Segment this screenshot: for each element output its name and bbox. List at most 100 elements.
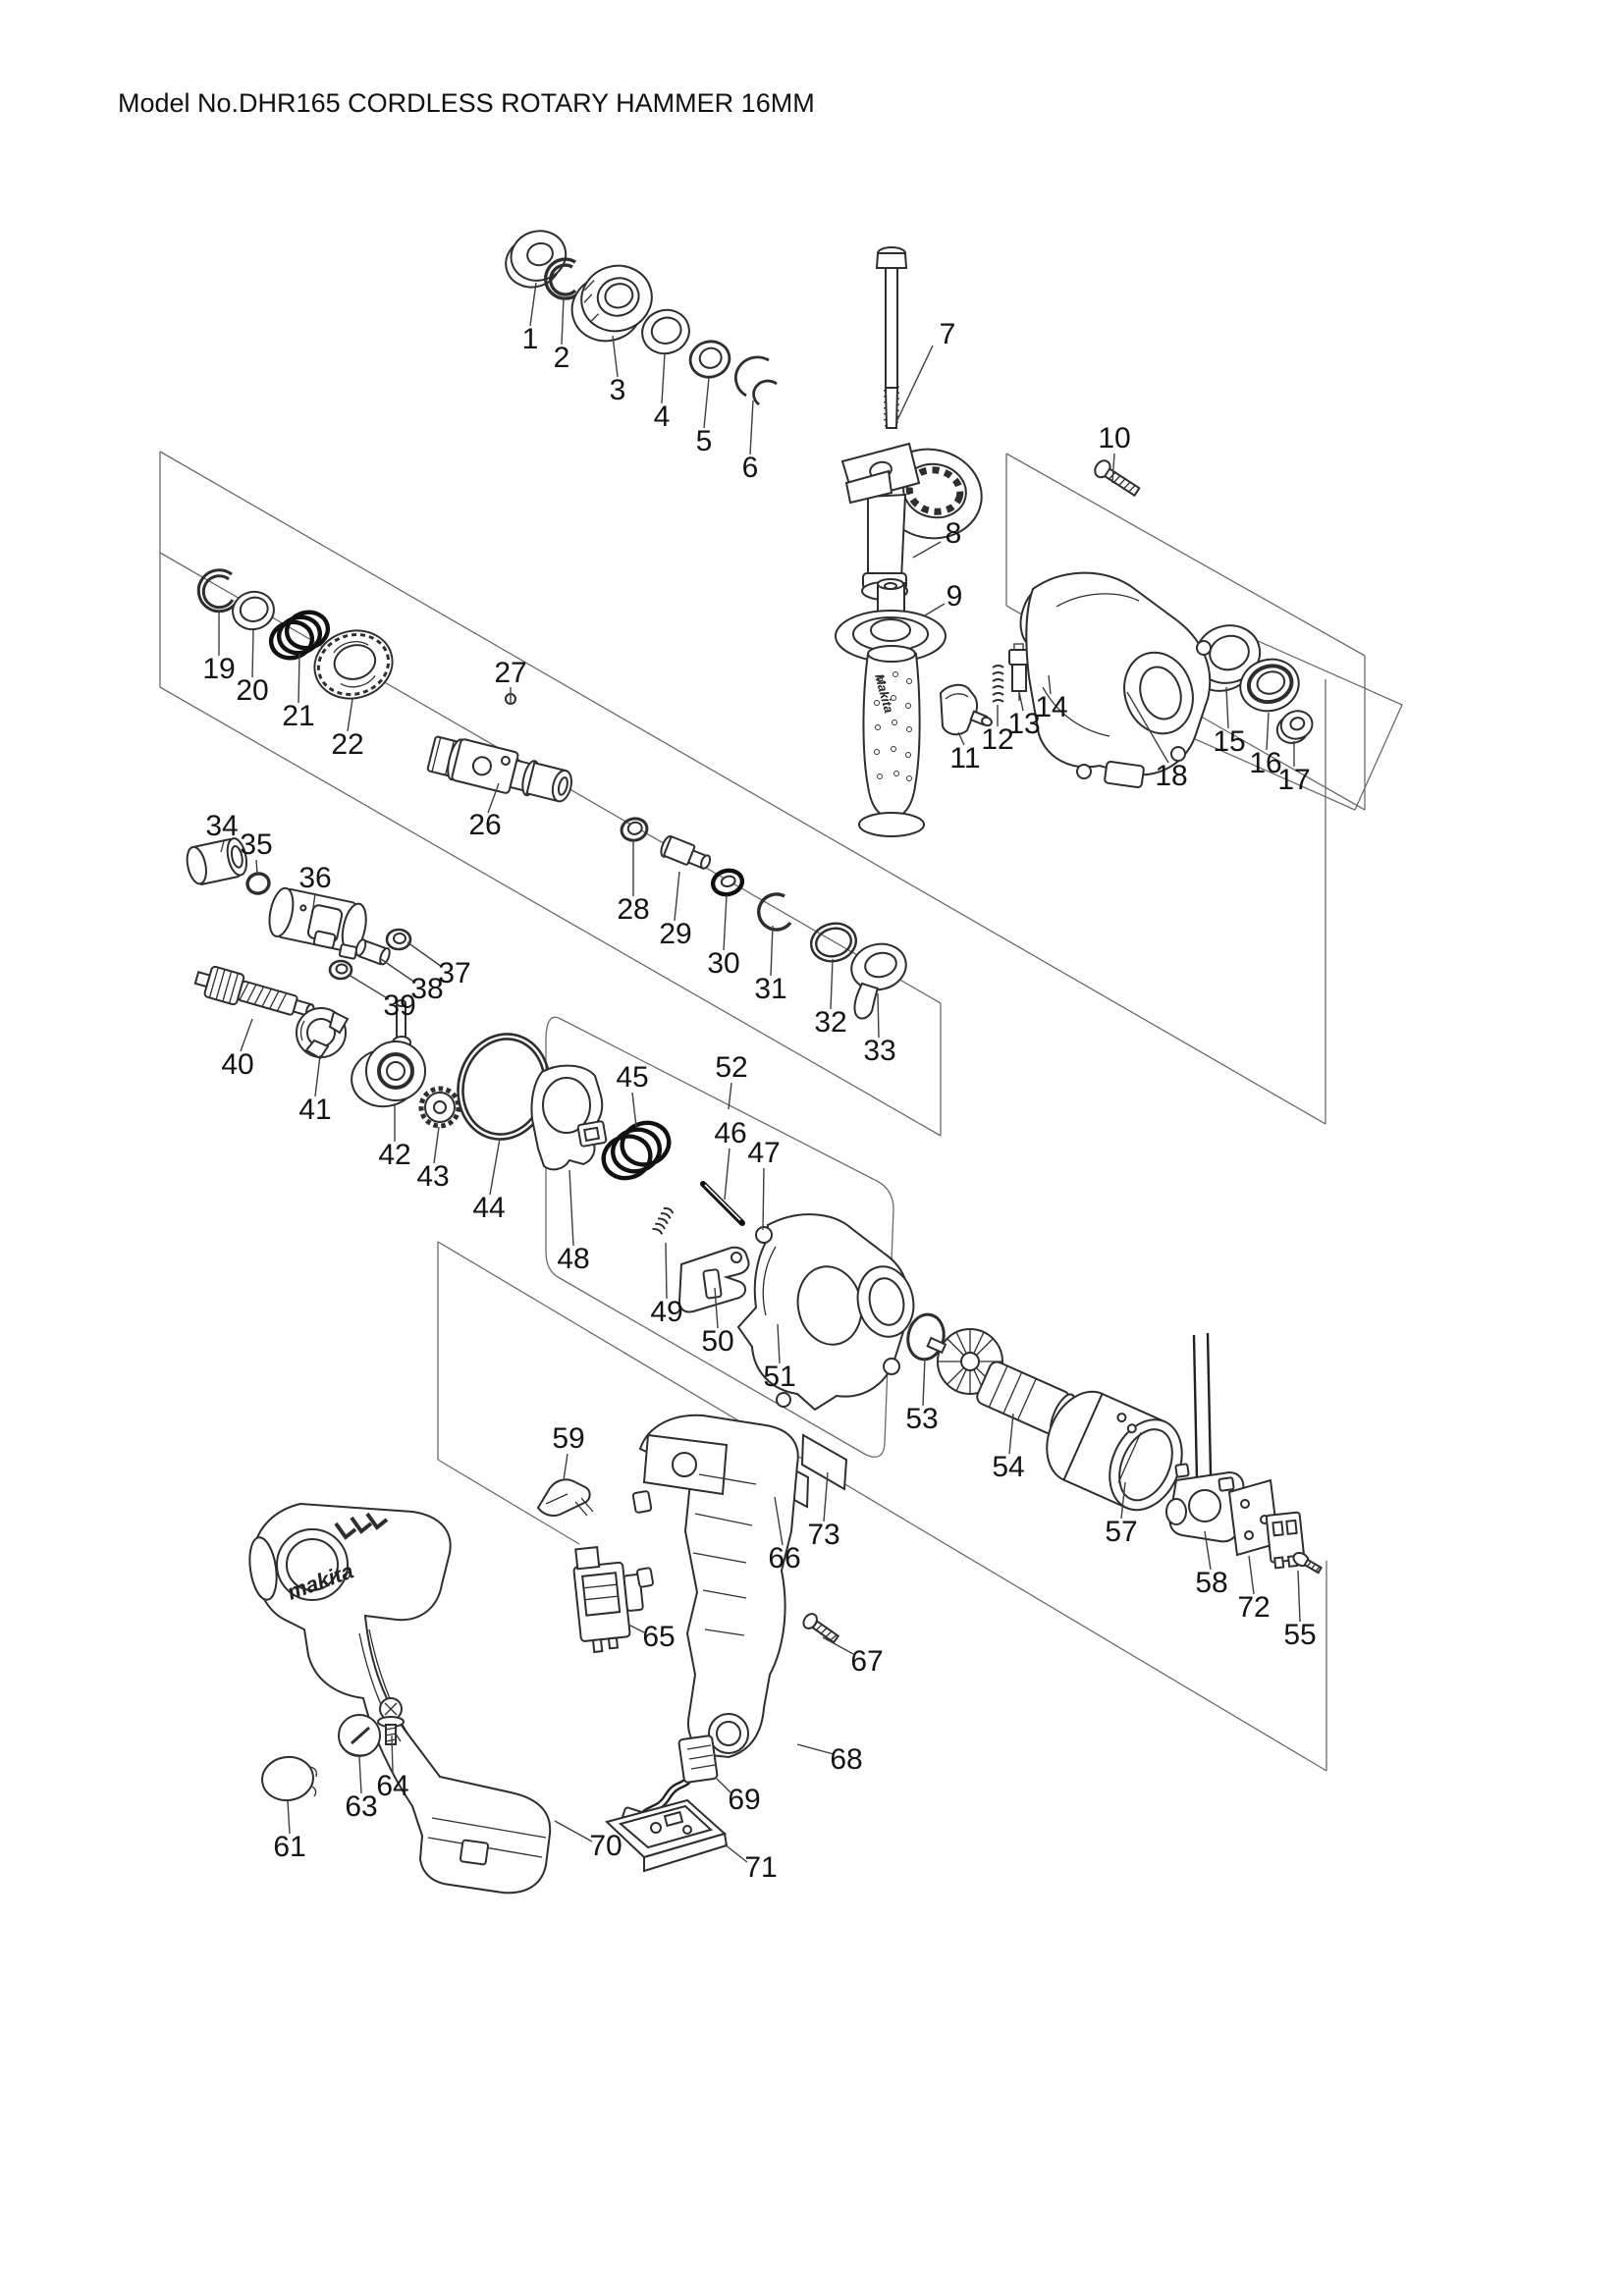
- part-number-label-20: 20: [236, 674, 268, 707]
- leader-line-20: [298, 653, 300, 704]
- part-65-switch: [572, 1545, 644, 1654]
- part-19-snap-ring: [196, 568, 239, 614]
- part-36-impact-bolt-cylinder: [268, 886, 367, 960]
- part-12-spring: [992, 665, 1004, 703]
- part-63-cap-round: [338, 1714, 381, 1757]
- part-55-terminal-screw: [1265, 1511, 1323, 1575]
- leader-line-64: [724, 1843, 748, 1863]
- parts-drawings: Makita: [186, 230, 1323, 1895]
- part-number-label-48: 48: [557, 1243, 589, 1275]
- part-number-label-12: 12: [981, 723, 1013, 756]
- leader-line-63: [554, 1820, 593, 1842]
- leader-line-12: [1018, 691, 1024, 712]
- part-number-label-6: 6: [742, 452, 759, 484]
- leader-line-17: [1126, 691, 1169, 764]
- part-number-label-64: 64: [376, 1770, 408, 1802]
- part-3-bushing: [570, 264, 653, 343]
- leader-line-46: [714, 1287, 719, 1329]
- leader-line-56: [358, 1756, 362, 1794]
- part-number-label-55: 55: [1283, 1619, 1316, 1651]
- part-number-label-2: 2: [554, 342, 570, 374]
- part-57-motor-yoke: [1046, 1390, 1183, 1512]
- leader-line-3: [661, 352, 666, 404]
- part-number-label-65: 65: [642, 1621, 675, 1653]
- leader-line-26: [723, 894, 728, 951]
- part-11-change-lever: [939, 683, 993, 736]
- leader-line-27: [770, 925, 774, 977]
- leader-line-32: [312, 892, 316, 909]
- leader-line-53: [1204, 1530, 1212, 1571]
- part-number-label-32: 32: [814, 1006, 846, 1039]
- part-4-flat-washer: [641, 308, 690, 355]
- part-number-label-50: 50: [701, 1325, 733, 1358]
- part-number-label-66: 66: [768, 1542, 800, 1575]
- leader-line-13: [1048, 674, 1052, 695]
- leader-line-4: [703, 377, 710, 429]
- leader-line-42: [724, 1148, 730, 1201]
- part-37-ring: [385, 928, 412, 951]
- part-number-label-33: 33: [863, 1035, 895, 1067]
- assembly-plane-line-11: [545, 1016, 894, 1458]
- leader-line-19: [251, 629, 254, 678]
- part-39-ring: [328, 959, 353, 981]
- part-number-label-8: 8: [946, 517, 962, 550]
- part-5-oil-seal: [688, 340, 731, 379]
- part-48-cylinder-guide: [530, 1064, 608, 1171]
- assembly-plane-line-7: [1005, 453, 1366, 657]
- part-number-label-4: 4: [654, 400, 671, 433]
- part-10-screw: [1094, 459, 1141, 498]
- part-71-controller-base: [605, 1798, 729, 1873]
- part-number-label-9: 9: [947, 580, 963, 613]
- part-number-label-67: 67: [850, 1645, 883, 1678]
- part-number-label-22: 22: [331, 728, 363, 761]
- part-number-label-54: 54: [992, 1451, 1024, 1483]
- assembly-plane-line-13: [437, 1241, 1327, 1772]
- part-number-label-36: 36: [298, 862, 331, 894]
- part-16-ball-bearing: [1239, 658, 1300, 713]
- part-43-gear: [418, 1086, 461, 1129]
- leader-line-2: [612, 335, 619, 378]
- leader-line-41: [631, 1092, 637, 1128]
- leader-line-37: [314, 1054, 321, 1097]
- leader-line-22: [487, 782, 500, 814]
- part-number-label-38: 38: [410, 973, 443, 1005]
- leader-line-36: [240, 1018, 253, 1052]
- part-number-label-63: 63: [345, 1790, 377, 1823]
- part-61-cap: [261, 1755, 318, 1802]
- leader-line-10: [957, 731, 965, 746]
- part-number-label-31: 31: [754, 973, 786, 1005]
- leader-line-1: [561, 296, 565, 346]
- part-number-label-30: 30: [707, 947, 739, 980]
- part-52-crank-housing: [736, 1213, 915, 1412]
- part-2-snap-ring: [544, 257, 580, 300]
- leader-line-29: [877, 992, 880, 1039]
- part-number-label-40: 40: [221, 1048, 253, 1081]
- part-59-trigger-lock: [536, 1478, 594, 1517]
- part-6-spiral-retainer: [734, 355, 778, 406]
- leader-line-39: [433, 1126, 440, 1164]
- assembly-plane-line-15: [437, 1459, 580, 1545]
- part-50-change-plate: [677, 1246, 750, 1313]
- part-number-label-41: 41: [298, 1094, 331, 1126]
- leader-line-33: [406, 941, 443, 968]
- leader-line-25: [674, 871, 680, 922]
- part-number-label-68: 68: [830, 1743, 862, 1776]
- part-70-housing-left-half: makita: [248, 1502, 552, 1895]
- part-number-label-21: 21: [282, 700, 314, 732]
- leader-line-44: [568, 1169, 574, 1247]
- part-number-label-70: 70: [589, 1830, 622, 1862]
- part-number-label-71: 71: [744, 1851, 777, 1884]
- leader-line-54: [563, 1453, 568, 1481]
- part-46-crank-pin: [700, 1181, 745, 1226]
- part-9-side-handle: Makita: [835, 578, 947, 837]
- part-number-label-15: 15: [1213, 725, 1245, 758]
- part-73-nameplate-sticker: [800, 1433, 848, 1491]
- part-64-screw-washer: [377, 1697, 405, 1745]
- part-33-lock-washer: [850, 942, 907, 1020]
- leader-line-65: [1248, 1555, 1255, 1595]
- leader-line-52: [1120, 1481, 1126, 1520]
- part-45-piston-ring-set: [601, 1120, 672, 1181]
- part-number-label-52: 52: [715, 1051, 747, 1084]
- part-number-label-69: 69: [728, 1784, 760, 1816]
